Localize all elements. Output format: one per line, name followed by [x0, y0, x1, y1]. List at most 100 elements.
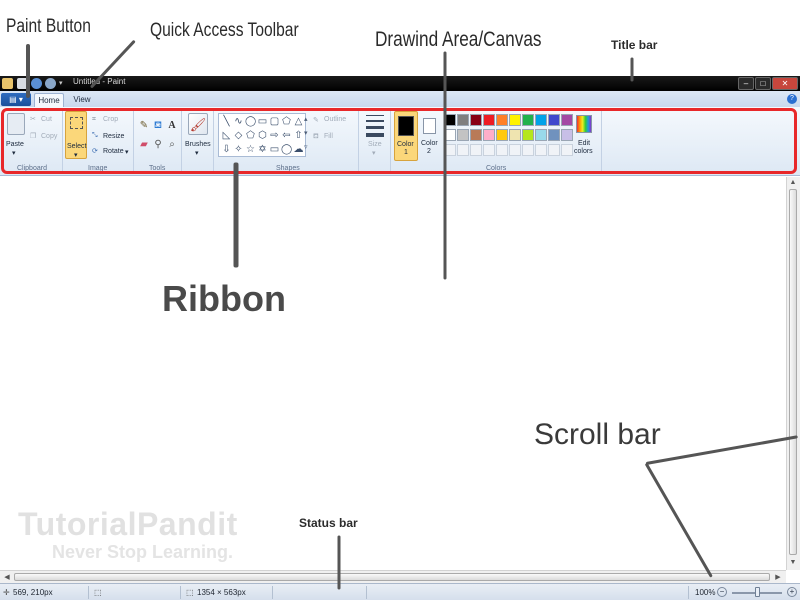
- oval-callout-shape-icon[interactable]: ◯: [281, 144, 293, 155]
- cloud-callout-shape-icon[interactable]: ☁: [293, 144, 304, 155]
- rectangle-shape-icon[interactable]: ▭: [257, 116, 268, 127]
- custom-color-slot[interactable]: [509, 144, 521, 156]
- palette-color-swatch[interactable]: [470, 114, 482, 126]
- zoom-slider-thumb[interactable]: [755, 587, 760, 597]
- rotate-dropdown-icon[interactable]: ▾: [125, 149, 129, 156]
- vertical-scroll-thumb[interactable]: [789, 189, 797, 555]
- palette-color-swatch[interactable]: [548, 129, 560, 141]
- eraser-icon[interactable]: ▰: [140, 139, 148, 150]
- size-dropdown-icon[interactable]: ▾: [372, 150, 376, 157]
- shapes-scroll-down-icon[interactable]: ▾: [304, 130, 308, 137]
- palette-color-swatch[interactable]: [522, 129, 534, 141]
- zoom-out-button[interactable]: −: [717, 587, 727, 597]
- palette-color-swatch[interactable]: [548, 114, 560, 126]
- palette-color-swatch[interactable]: [561, 114, 573, 126]
- tab-home[interactable]: Home: [34, 93, 64, 107]
- color-picker-icon[interactable]: ⚲: [154, 139, 162, 150]
- copy-button[interactable]: Copy: [41, 133, 58, 140]
- palette-color-swatch[interactable]: [561, 129, 573, 141]
- scroll-down-icon[interactable]: ▼: [789, 559, 797, 566]
- cut-button[interactable]: Cut: [41, 116, 52, 123]
- redo-icon[interactable]: [45, 78, 56, 89]
- palette-color-swatch[interactable]: [522, 114, 534, 126]
- palette-color-swatch[interactable]: [535, 129, 547, 141]
- customize-toolbar-icon[interactable]: ▾: [59, 80, 63, 87]
- horizontal-scroll-thumb[interactable]: [14, 573, 770, 581]
- five-point-star-shape-icon[interactable]: ☆: [246, 144, 255, 155]
- line-shape-icon[interactable]: ╲: [223, 116, 230, 127]
- custom-color-slot[interactable]: [522, 144, 534, 156]
- vertical-scroll-bar[interactable]: ▲ ▼: [786, 177, 800, 570]
- undo-icon[interactable]: [31, 78, 42, 89]
- palette-color-swatch[interactable]: [496, 129, 508, 141]
- fill-bucket-icon[interactable]: ⛾: [153, 120, 163, 131]
- fill-button[interactable]: Fill: [324, 133, 333, 140]
- diamond-shape-icon[interactable]: ◇: [234, 130, 243, 141]
- paste-button[interactable]: Paste: [6, 141, 24, 148]
- tab-view[interactable]: View: [73, 95, 91, 104]
- palette-color-swatch[interactable]: [457, 114, 469, 126]
- right-triangle-shape-icon[interactable]: ◺: [222, 130, 231, 141]
- palette-color-swatch[interactable]: [535, 114, 547, 126]
- color-1-button[interactable]: Color 1: [394, 111, 418, 161]
- save-icon[interactable]: [17, 78, 28, 89]
- palette-color-swatch[interactable]: [483, 129, 495, 141]
- brushes-icon[interactable]: 🖌: [188, 113, 208, 135]
- six-point-star-shape-icon[interactable]: ✡: [258, 144, 267, 155]
- paste-dropdown-icon[interactable]: ▾: [12, 150, 16, 157]
- rounded-callout-shape-icon[interactable]: ▭: [269, 144, 280, 155]
- custom-color-slot[interactable]: [535, 144, 547, 156]
- pencil-icon[interactable]: ✎: [139, 120, 149, 131]
- paint-button[interactable]: ▤ ▾: [1, 93, 31, 106]
- palette-color-swatch[interactable]: [496, 114, 508, 126]
- magnifier-icon[interactable]: ⌕: [169, 139, 175, 150]
- drawing-canvas[interactable]: [0, 177, 786, 570]
- paste-icon[interactable]: [7, 113, 25, 135]
- custom-color-slot[interactable]: [496, 144, 508, 156]
- custom-color-slot[interactable]: [561, 144, 573, 156]
- arrow-down-shape-icon[interactable]: ⇩: [222, 144, 231, 155]
- help-icon[interactable]: ?: [787, 94, 797, 104]
- pentagon-shape-icon[interactable]: ⬠: [246, 130, 255, 141]
- zoom-in-button[interactable]: +: [787, 587, 797, 597]
- rotate-button[interactable]: Rotate: [103, 148, 124, 155]
- hexagon-shape-icon[interactable]: ⬡: [258, 130, 267, 141]
- brushes-dropdown-icon[interactable]: ▾: [195, 150, 199, 157]
- crop-button[interactable]: Crop: [103, 116, 119, 123]
- select-tool-highlight[interactable]: Select ▾: [65, 111, 87, 159]
- curve-shape-icon[interactable]: ∿: [234, 116, 243, 127]
- minimize-button[interactable]: –: [738, 77, 754, 90]
- four-point-star-shape-icon[interactable]: ✧: [234, 144, 243, 155]
- palette-color-swatch[interactable]: [483, 114, 495, 126]
- edit-colors-label-2[interactable]: colors: [574, 148, 593, 155]
- shapes-scroll-up-icon[interactable]: ▴: [304, 116, 308, 123]
- close-button[interactable]: ✕: [772, 77, 798, 90]
- text-tool-icon[interactable]: A: [168, 120, 176, 131]
- palette-color-swatch[interactable]: [457, 129, 469, 141]
- edit-colors-icon[interactable]: [576, 115, 592, 133]
- palette-color-swatch[interactable]: [470, 129, 482, 141]
- maximize-button[interactable]: □: [755, 77, 771, 90]
- color-2-label[interactable]: Color: [421, 140, 438, 147]
- size-button[interactable]: Size: [368, 141, 382, 148]
- shapes-gallery[interactable]: ╲ ∿ ◯ ▭ ▢ ⬠ △ ◺ ◇ ⬠ ⬡ ⇨ ⇦ ⇧ ⇩ ✧ ☆ ✡ ▭ ◯ …: [218, 113, 306, 157]
- shapes-expand-icon[interactable]: ▿: [304, 144, 308, 151]
- palette-color-swatch[interactable]: [509, 129, 521, 141]
- arrow-right-shape-icon[interactable]: ⇨: [270, 130, 279, 141]
- oval-shape-icon[interactable]: ◯: [245, 116, 257, 127]
- custom-color-slot[interactable]: [483, 144, 495, 156]
- custom-color-slot[interactable]: [457, 144, 469, 156]
- polygon-shape-icon[interactable]: ⬠: [282, 116, 291, 127]
- custom-color-slot[interactable]: [548, 144, 560, 156]
- triangle-shape-icon[interactable]: △: [294, 116, 303, 127]
- edit-colors-label[interactable]: Edit: [578, 140, 591, 147]
- arrow-left-shape-icon[interactable]: ⇦: [282, 130, 291, 141]
- brushes-button[interactable]: Brushes: [185, 141, 211, 148]
- horizontal-scroll-bar[interactable]: ◀ ▶: [0, 570, 786, 583]
- rounded-rectangle-shape-icon[interactable]: ▢: [269, 116, 280, 127]
- outline-button[interactable]: Outline: [324, 116, 347, 123]
- resize-button[interactable]: Resize: [103, 133, 125, 140]
- color-2-swatch[interactable]: [423, 118, 436, 134]
- scroll-right-icon[interactable]: ▶: [775, 574, 781, 581]
- arrow-up-shape-icon[interactable]: ⇧: [294, 130, 303, 141]
